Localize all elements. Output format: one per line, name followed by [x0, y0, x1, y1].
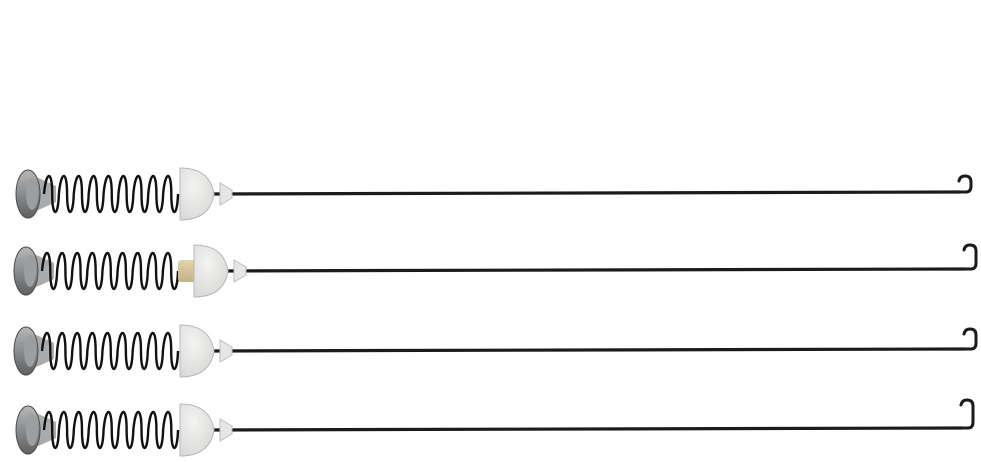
rod-3	[13, 324, 978, 378]
damper-dome	[179, 167, 215, 221]
rod-1	[15, 167, 973, 221]
spring	[42, 174, 180, 214]
rod-washer	[219, 339, 233, 363]
rod-washer	[219, 418, 233, 442]
rod-2	[13, 243, 978, 298]
rod-shaft	[203, 267, 967, 273]
end-cap-face	[24, 335, 36, 367]
rod-hook	[959, 398, 975, 430]
spring	[40, 251, 180, 291]
damper-dome	[179, 324, 215, 378]
rod-shaft	[203, 426, 964, 432]
end-cap-face	[26, 178, 38, 210]
brass-collar	[178, 260, 196, 282]
rod-shaft	[203, 347, 967, 353]
rod-hook	[957, 174, 973, 194]
end-cap-face	[24, 255, 36, 287]
rod-hook	[962, 243, 978, 271]
rod-shaft	[203, 190, 962, 196]
rod-4	[15, 398, 975, 457]
end-cap-face	[26, 414, 38, 446]
rod-hook	[962, 327, 978, 351]
spring	[40, 331, 180, 371]
spring	[42, 410, 180, 450]
rod-washer	[233, 259, 247, 283]
rod-washer	[219, 182, 233, 206]
damper-dome	[193, 244, 229, 298]
damper-dome	[179, 403, 215, 457]
